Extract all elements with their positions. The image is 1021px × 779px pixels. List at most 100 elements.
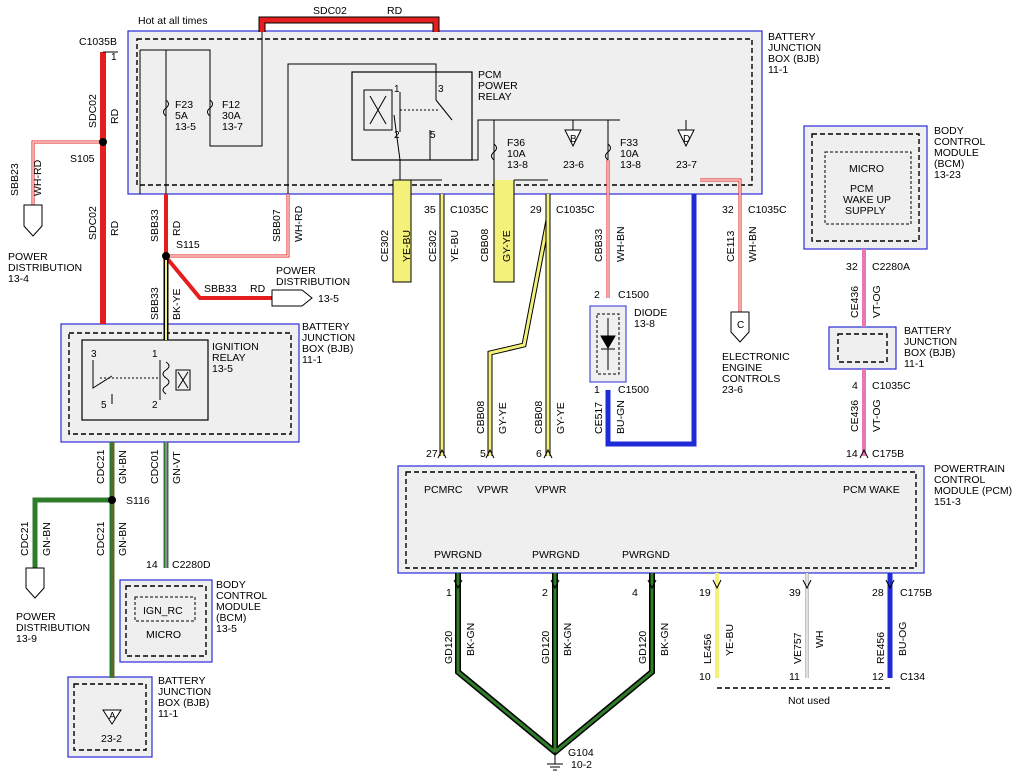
pd-13-5-label: POWER DISTRIBUTION 13-5 bbox=[276, 265, 350, 305]
svg-text:13-8: 13-8 bbox=[507, 159, 528, 171]
ref-a-letter: A bbox=[109, 711, 116, 722]
svg-text:DISTRIBUTION: DISTRIBUTION bbox=[16, 622, 90, 634]
svg-text:CONTROLS: CONTROLS bbox=[722, 373, 780, 385]
not-used-label: Not used bbox=[788, 695, 830, 707]
bcm-left-dashed bbox=[125, 585, 207, 657]
ignition-relay-pins: 3 1 5 2 bbox=[91, 349, 158, 411]
svg-text:DISTRIBUTION: DISTRIBUTION bbox=[276, 276, 350, 288]
svg-text:JUNCTION: JUNCTION bbox=[158, 686, 211, 698]
f12-fuse-icon bbox=[207, 99, 213, 117]
pcm-relay-coil-icon bbox=[369, 95, 387, 125]
f36-label: F36 10A 13-8 bbox=[507, 137, 528, 171]
ignition-coil-icon bbox=[159, 360, 170, 400]
ve757-color: WH bbox=[814, 631, 826, 649]
svg-text:BODY: BODY bbox=[934, 125, 964, 137]
vpwr2-label: VPWR bbox=[535, 484, 567, 496]
relay-output-line bbox=[393, 114, 620, 180]
c1500-top-connector: C1500 bbox=[618, 289, 649, 301]
svg-text:23-6: 23-6 bbox=[722, 384, 743, 396]
sbb33-a-code: SBB33 bbox=[149, 209, 161, 242]
sbb23-color: WH-RD bbox=[32, 159, 44, 196]
s105-label: S105 bbox=[70, 153, 95, 165]
ce302-a-code: CE302 bbox=[379, 230, 391, 262]
svg-text:BODY: BODY bbox=[216, 579, 246, 591]
ref-b-page: 23-6 bbox=[563, 159, 584, 171]
c134-label: C134 bbox=[900, 671, 925, 683]
bjb-main-dashed bbox=[136, 38, 753, 186]
pcm-relay-name: PCM POWER RELAY bbox=[478, 69, 518, 103]
fuse-bus-drops bbox=[493, 120, 687, 180]
pcm-wake-up-supply-label: PCM WAKE UP SUPPLY bbox=[843, 183, 891, 217]
c1500-top-pin: 2 bbox=[594, 289, 600, 301]
svg-text:SUPPLY: SUPPLY bbox=[845, 205, 886, 217]
svg-text:2: 2 bbox=[152, 400, 158, 411]
bcm-right-name: BODY CONTROL MODULE (BCM) 13-23 bbox=[934, 125, 985, 181]
sdc02-top-code: SDC02 bbox=[313, 5, 347, 17]
ce113-code: CE113 bbox=[725, 231, 737, 262]
svg-text:(BCM): (BCM) bbox=[934, 158, 964, 170]
le456-code: LE456 bbox=[702, 633, 714, 664]
ignition-coil-box bbox=[175, 369, 191, 391]
f33-fuse-icon bbox=[605, 143, 611, 161]
bjb-main-box bbox=[127, 30, 763, 195]
svg-text:5: 5 bbox=[430, 130, 436, 141]
c35-pin: 35 bbox=[424, 204, 436, 216]
pd-13-5-icon bbox=[271, 289, 313, 307]
svg-text:3: 3 bbox=[438, 84, 444, 95]
pcm-out-pin-28: 28 bbox=[872, 587, 884, 599]
svg-text:BATTERY: BATTERY bbox=[904, 325, 951, 337]
ce436-a-color: VT-OG bbox=[871, 285, 883, 318]
hot-at-all-times-label: Hot at all times bbox=[138, 15, 207, 27]
micro-right-box bbox=[824, 151, 912, 225]
pcm-relay-outline bbox=[351, 71, 473, 161]
cbb08-b-code: CBB08 bbox=[475, 401, 487, 434]
svg-text:151-3: 151-3 bbox=[934, 496, 961, 508]
sdc02-top-color: RD bbox=[387, 5, 403, 17]
c134-pin-10: 10 bbox=[699, 671, 711, 683]
s116-label: S116 bbox=[126, 495, 150, 507]
svg-text:2: 2 bbox=[394, 130, 400, 141]
svg-text:MODULE: MODULE bbox=[216, 601, 261, 613]
bjb-right-name: BATTERY JUNCTION BOX (BJB) 11-1 bbox=[904, 325, 957, 370]
ign-rc-label: IGN_RC bbox=[143, 605, 183, 617]
pwrgnd3-label: PWRGND bbox=[622, 549, 670, 561]
gd120-wire bbox=[456, 573, 654, 754]
svg-text:F12: F12 bbox=[222, 99, 240, 111]
svg-text:RELAY: RELAY bbox=[212, 352, 246, 364]
diode-page: 13-8 bbox=[634, 318, 655, 330]
bjb-main-name: BATTERY JUNCTION BOX (BJB) 11-1 bbox=[768, 31, 821, 76]
svg-text:CONTROL: CONTROL bbox=[216, 590, 267, 602]
svg-text:5: 5 bbox=[101, 400, 107, 411]
svg-text:13-7: 13-7 bbox=[222, 121, 243, 133]
c2280d-connector: C2280D bbox=[172, 559, 211, 571]
re456-code: RE456 bbox=[875, 632, 887, 664]
ce517-code: CE517 bbox=[593, 402, 605, 434]
svg-text:BOX (BJB): BOX (BJB) bbox=[158, 697, 209, 709]
ignition-bjb-name: BATTERY JUNCTION BOX (BJB) 11-1 bbox=[302, 321, 355, 366]
svg-text:13-5: 13-5 bbox=[318, 293, 339, 305]
c35-connector: C1035C bbox=[450, 204, 489, 216]
cdc21-c-color: GN-BN bbox=[117, 522, 129, 556]
svg-text:13-5: 13-5 bbox=[216, 623, 237, 635]
ce302-b-code: CE302 bbox=[427, 230, 439, 262]
svg-text:11-1: 11-1 bbox=[302, 354, 322, 366]
vpwr1-label: VPWR bbox=[477, 484, 509, 496]
svg-text:1: 1 bbox=[394, 84, 400, 95]
svg-text:BATTERY: BATTERY bbox=[158, 675, 205, 687]
le456-color: YE-BU bbox=[724, 624, 736, 656]
cbb08-a-color: GY-YE bbox=[501, 230, 513, 262]
sbb23-wire-inner bbox=[32, 141, 103, 205]
s105-splice bbox=[99, 138, 107, 146]
f36-fuse-icon bbox=[491, 143, 497, 161]
bjb-fuse-bus bbox=[139, 32, 263, 194]
cbb33-color: WH-BN bbox=[615, 226, 627, 262]
cdc21-a-color: GN-BN bbox=[117, 450, 129, 484]
svg-text:11-1: 11-1 bbox=[904, 358, 924, 370]
pcm-relay-switch-icon bbox=[399, 92, 453, 132]
svg-text:BATTERY: BATTERY bbox=[768, 31, 815, 43]
pd-13-4-label: POWER DISTRIBUTION 13-4 bbox=[8, 251, 82, 285]
ce436-b-code: CE436 bbox=[849, 400, 861, 432]
svg-text:MODULE: MODULE bbox=[934, 147, 979, 159]
sbb23-code: SBB23 bbox=[9, 163, 21, 196]
pcmrc-label: PCMRC bbox=[424, 484, 463, 496]
